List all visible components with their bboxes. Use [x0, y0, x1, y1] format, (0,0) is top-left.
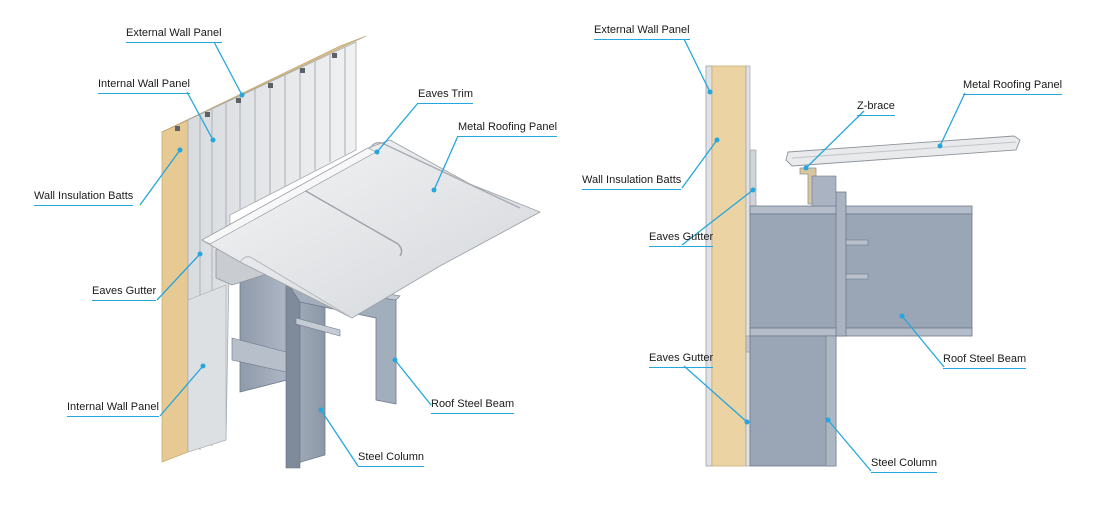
- label-left-external-wall-panel: External Wall Panel: [126, 27, 222, 43]
- left-wall-ribs: [199, 47, 346, 450]
- left-illustration: [161, 35, 542, 469]
- label-right-z-brace: Z-brace: [857, 100, 895, 116]
- label-left-wall-insulation-batts: Wall Insulation Batts: [34, 190, 134, 206]
- leader-lines: [139, 38, 966, 472]
- right-beam-top-flange: [749, 205, 973, 215]
- right-beam-web: [749, 213, 973, 329]
- leader-dots: [177, 89, 943, 425]
- label-left-eaves-gutter: Eaves Gutter: [92, 285, 157, 301]
- label-right-steel-column: Steel Column: [871, 457, 938, 473]
- label-left-eaves-trim: Eaves Trim: [418, 88, 474, 104]
- right-beam-bottom-flange: [749, 327, 973, 337]
- right-internal-wall-panel: [745, 65, 751, 467]
- left-rib-tops: [175, 53, 337, 131]
- left-beam-stiffener-2: [295, 317, 341, 337]
- label-right-eaves-gutter-bottom: Eaves Gutter: [649, 352, 714, 368]
- label-right-roof-steel-beam: Roof Steel Beam: [943, 353, 1027, 369]
- label-left-internal-wall-panel-bottom: Internal Wall Panel: [67, 401, 159, 417]
- label-right-wall-insulation-batts: Wall Insulation Batts: [582, 174, 682, 190]
- left-beam-stiffener: [231, 337, 287, 373]
- right-stiffener-1: [845, 239, 869, 246]
- right-illustration: [705, 65, 1021, 467]
- right-stiffener-2: [845, 273, 869, 280]
- label-right-metal-roofing-panel: Metal Roofing Panel: [963, 79, 1063, 95]
- right-metal-roofing-panel: [785, 135, 1021, 167]
- left-inner-face: [187, 284, 227, 453]
- right-column-flange: [825, 335, 837, 467]
- label-right-eaves-gutter-top: Eaves Gutter: [649, 231, 714, 247]
- label-left-roof-steel-beam: Roof Steel Beam: [431, 398, 515, 414]
- label-left-metal-roofing-panel: Metal Roofing Panel: [458, 121, 558, 137]
- right-external-wall-panel: [705, 65, 713, 467]
- label-right-external-wall-panel: External Wall Panel: [594, 24, 690, 40]
- right-column-cap: [811, 175, 837, 207]
- right-beam-end-plate: [835, 191, 847, 337]
- right-gutter-bracket: [749, 149, 757, 211]
- label-left-steel-column: Steel Column: [358, 451, 425, 467]
- label-left-internal-wall-panel-top: Internal Wall Panel: [98, 78, 190, 94]
- right-steel-column: [749, 335, 837, 467]
- left-column-web: [285, 281, 301, 469]
- left-roof-rib-3: [239, 256, 353, 319]
